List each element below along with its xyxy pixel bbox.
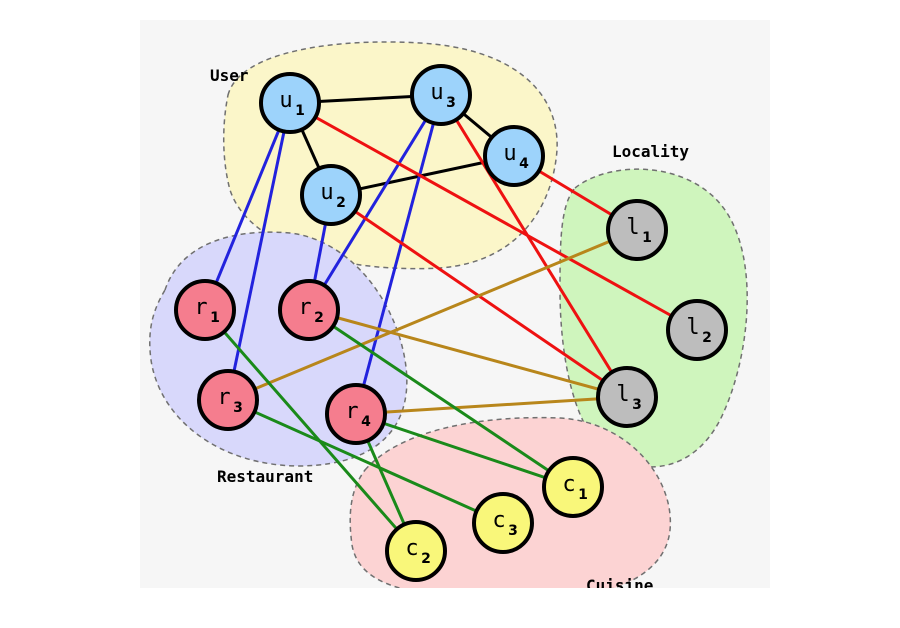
edge-r4-c1 [355, 412, 574, 489]
locality-group-label: Locality [612, 142, 689, 161]
node-subscript-u2: 2 [336, 195, 346, 211]
node-circle-c3 [472, 492, 534, 554]
node-letter-c2: c [405, 536, 418, 561]
node-circle-c2 [385, 520, 447, 582]
node-subscript-l3: 3 [632, 397, 642, 413]
user-group-label: User [210, 66, 249, 85]
node-letter-u1: u [279, 88, 292, 113]
node-circle-u1 [259, 72, 321, 134]
node-subscript-c1: 1 [578, 487, 588, 503]
node-subscript-r4: 4 [361, 414, 371, 430]
edge-r3-c3 [227, 398, 504, 525]
edge-u1-r1 [203, 102, 292, 311]
node-circle-u2 [300, 164, 362, 226]
node-letter-c1: c [562, 472, 575, 497]
node-circle-r1 [174, 279, 236, 341]
node-circle-l3 [596, 366, 658, 428]
edge-u3-r2 [307, 94, 443, 311]
edge-r4-l3 [355, 395, 628, 416]
edge-r2-c1 [308, 308, 574, 489]
node-subscript-u4: 4 [519, 156, 529, 172]
node-letter-l1: l [626, 215, 639, 240]
node-subscript-l2: 2 [702, 330, 712, 346]
edge-u3-l3 [439, 94, 629, 398]
node-subscript-c3: 3 [508, 523, 518, 539]
node-letter-r3: r [217, 385, 230, 410]
node-circle-r2 [278, 279, 340, 341]
edge-u1-r3 [226, 102, 292, 401]
node-subscript-r1: 1 [210, 310, 220, 326]
node-letter-r2: r [298, 295, 311, 320]
node-circle-l1 [606, 199, 668, 261]
node-letter-l3: l [616, 382, 629, 407]
node-letter-u4: u [503, 141, 516, 166]
node-letter-u3: u [430, 80, 443, 105]
node-letter-l2: l [686, 315, 699, 340]
node-circle-u4 [483, 125, 545, 187]
cuisine-group-label: Cuisine [586, 576, 653, 595]
node-circle-u3 [410, 64, 472, 126]
node-subscript-r3: 3 [233, 400, 243, 416]
edge-u1-l2 [289, 101, 698, 332]
node-letter-r4: r [345, 399, 358, 424]
edge-u3-r4 [354, 94, 443, 415]
node-circle-l2 [666, 299, 728, 361]
edge-r1-c2 [203, 309, 418, 552]
node-circle-r3 [197, 369, 259, 431]
edge-r2-l3 [308, 308, 628, 399]
node-subscript-c2: 2 [421, 551, 431, 567]
node-subscript-u3: 3 [446, 95, 456, 111]
edge-r3-l1 [227, 228, 638, 402]
node-letter-c3: c [492, 508, 505, 533]
node-letter-r1: r [194, 295, 207, 320]
node-subscript-r2: 2 [314, 310, 324, 326]
node-circle-c1 [542, 456, 604, 518]
node-subscript-u1: 1 [295, 103, 305, 119]
node-subscript-l1: 1 [642, 230, 652, 246]
restaurant-group-label: Restaurant [217, 467, 313, 486]
node-letter-u2: u [320, 180, 333, 205]
node-circle-r4 [325, 383, 387, 445]
